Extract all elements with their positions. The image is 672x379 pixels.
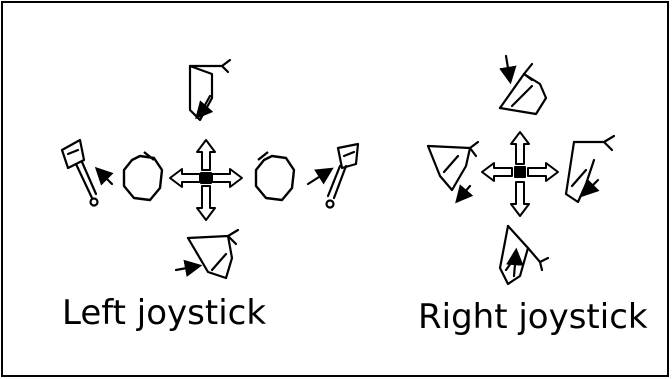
bucket-dump-icon <box>564 134 616 204</box>
bucket-left-icon <box>60 138 114 207</box>
boom-down-icon <box>498 224 550 286</box>
left-joystick-cross <box>169 139 243 221</box>
right-joystick-cross <box>481 131 559 217</box>
arm-down-icon <box>174 228 240 280</box>
bucket-right-icon <box>306 142 360 209</box>
rotate-left-icon <box>122 151 164 202</box>
bucket-curl-icon <box>426 140 480 204</box>
arm-up-icon <box>188 58 232 122</box>
rotate-right-icon <box>254 151 296 202</box>
boom-up-icon <box>498 54 548 116</box>
right-joystick-label: Right joystick <box>418 297 648 337</box>
left-joystick-label: Left joystick <box>62 293 267 333</box>
